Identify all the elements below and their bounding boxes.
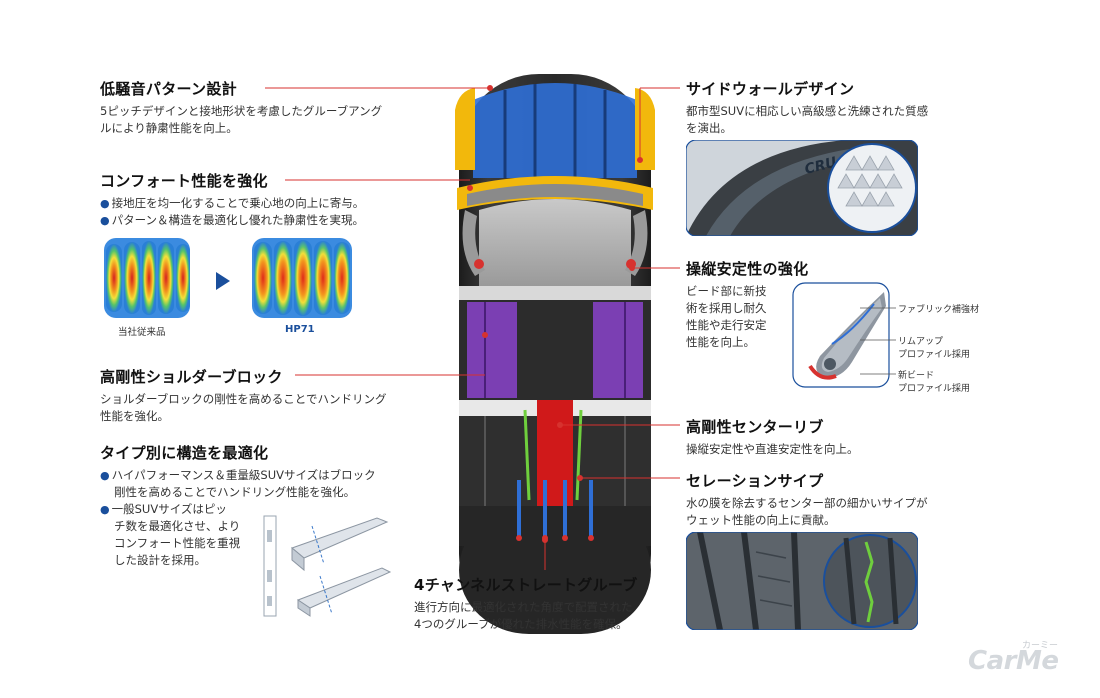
text-line: 性能や走行安定 <box>686 318 767 332</box>
text-line: 都市型SUVに相応しい高級感と洗練された質感 <box>686 104 929 118</box>
bullet-continuation: 剛性を高めることでハンドリング性能を強化。 <box>114 485 356 499</box>
tread-grooves-bottom <box>459 480 651 634</box>
text-line: 操縦安定性や直進安定性を向上。 <box>686 442 859 456</box>
section-structure: タイプ別に構造を最適化 ●ハイパフォーマンス＆重量級SUVサイズはブロック 剛性… <box>100 442 440 569</box>
callout-fabric: ファブリック補強材 <box>898 305 980 315</box>
bullet-continuation: した設計を採用。 <box>114 553 206 567</box>
watermark-logo: カーミー CarMe <box>968 638 1086 684</box>
bullet-dot-icon: ● <box>100 503 110 516</box>
bullet-continuation: チ数を最適化させ、より <box>114 519 241 533</box>
carcass-cutaway <box>462 199 648 286</box>
bullet-item: ●接地圧を均一化することで乗心地の向上に寄与。 <box>100 196 365 210</box>
section-shoulder: 高剛性ショルダーブロック ショルダーブロックの剛性を高めることでハンドリング 性… <box>100 366 440 425</box>
block-structure-sketch <box>263 515 392 617</box>
bead-cross-section-figure <box>792 282 890 388</box>
tire-cutaway-figure <box>455 74 655 634</box>
text-line: 性能を向上。 <box>686 335 755 349</box>
belt-layer <box>457 176 653 210</box>
section-title: 低騒音パターン設計 <box>100 80 237 98</box>
sidewall-detail-image: CRU <box>686 140 918 236</box>
section-title: セレーションサイプ <box>686 472 824 490</box>
text-line: 進行方向に最適化された角度で配置された <box>414 600 633 614</box>
section-low-noise: 低騒音パターン設計 5ピッチデザインと接地形状を考慮したグルーブアング ルにより… <box>100 78 440 137</box>
section-title: 4チャンネルストレートグルーブ <box>414 576 638 594</box>
sipe-detail-image <box>686 532 918 630</box>
text-line: 性能を強化。 <box>100 409 169 423</box>
pressure-comparison-figure <box>104 238 352 318</box>
bead-callout-lines <box>860 307 896 375</box>
bullet-dot-icon: ● <box>100 469 110 482</box>
tread-shoulder-purple <box>459 300 651 400</box>
text-line: 水の膜を除去するセンター部の細かいサイプが <box>686 496 928 510</box>
section-title: 高剛性センターリブ <box>686 418 824 436</box>
section-steering: 操縦安定性の強化 ビード部に新技 術を採用し耐久 性能や走行安定 性能を向上。 <box>686 258 809 351</box>
section-title: コンフォート性能を強化 <box>100 172 268 190</box>
section-title: タイプ別に構造を最適化 <box>100 444 269 462</box>
bullet-continuation: コンフォート性能を重視 <box>114 536 241 550</box>
section-sidewall: サイドウォールデザイン 都市型SUVに相応しい高級感と洗練された質感 を演出。 <box>686 78 1006 137</box>
hp71-pressure-map <box>252 238 352 318</box>
conventional-label: 当社従来品 <box>118 327 166 338</box>
text-line: 4つのグルーブが優れた排水性能を確保。 <box>414 617 628 631</box>
watermark-kana: カーミー <box>1022 641 1059 651</box>
section-title: 高剛性ショルダーブロック <box>100 368 283 386</box>
bullet-item: ●ハイパフォーマンス＆重量級SUVサイズはブロック <box>100 468 376 482</box>
text-line: ショルダーブロックの剛性を高めることでハンドリング <box>100 392 387 406</box>
text-line: ビード部に新技 <box>686 284 767 298</box>
text-line: ルにより静粛性能を向上。 <box>100 121 238 135</box>
section-center-rib: 高剛性センターリブ 操縦安定性や直進安定性を向上。 <box>686 416 1006 458</box>
bullet-item: ●一般SUVサイズはピッ <box>100 502 227 516</box>
section-comfort: コンフォート性能を強化 ●接地圧を均一化することで乗心地の向上に寄与。 ●パター… <box>100 170 440 229</box>
section-serration: セレーションサイプ 水の膜を除去するセンター部の細かいサイプが ウェット性能の向… <box>686 470 1006 529</box>
callout-rim-up-2: プロファイル採用 <box>898 350 971 360</box>
conventional-pressure-map <box>104 238 190 318</box>
arrow-right-icon <box>216 272 230 290</box>
bullet-dot-icon: ● <box>100 197 110 210</box>
section-four-channel: 4チャンネルストレートグルーブ 進行方向に最適化された角度で配置された 4つのグ… <box>414 574 694 633</box>
section-title: サイドウォールデザイン <box>686 80 855 98</box>
text-line: 術を採用し耐久 <box>686 301 767 315</box>
text-line: ウェット性能の向上に貢献。 <box>686 513 836 527</box>
section-title: 操縦安定性の強化 <box>686 260 809 278</box>
callout-bead-1: 新ビード <box>898 371 935 381</box>
bullet-item: ●パターン＆構造を最適化し優れた静粛性を実現。 <box>100 213 365 227</box>
watermark-brand: CarMe <box>968 646 1059 676</box>
callout-bead-2: プロファイル採用 <box>898 384 971 394</box>
hp71-label: HP71 <box>285 324 315 335</box>
text-line: を演出。 <box>686 121 732 135</box>
bullet-dot-icon: ● <box>100 214 110 227</box>
text-line: 5ピッチデザインと接地形状を考慮したグルーブアング <box>100 104 383 118</box>
callout-rim-up-1: リムアップ <box>898 337 944 347</box>
